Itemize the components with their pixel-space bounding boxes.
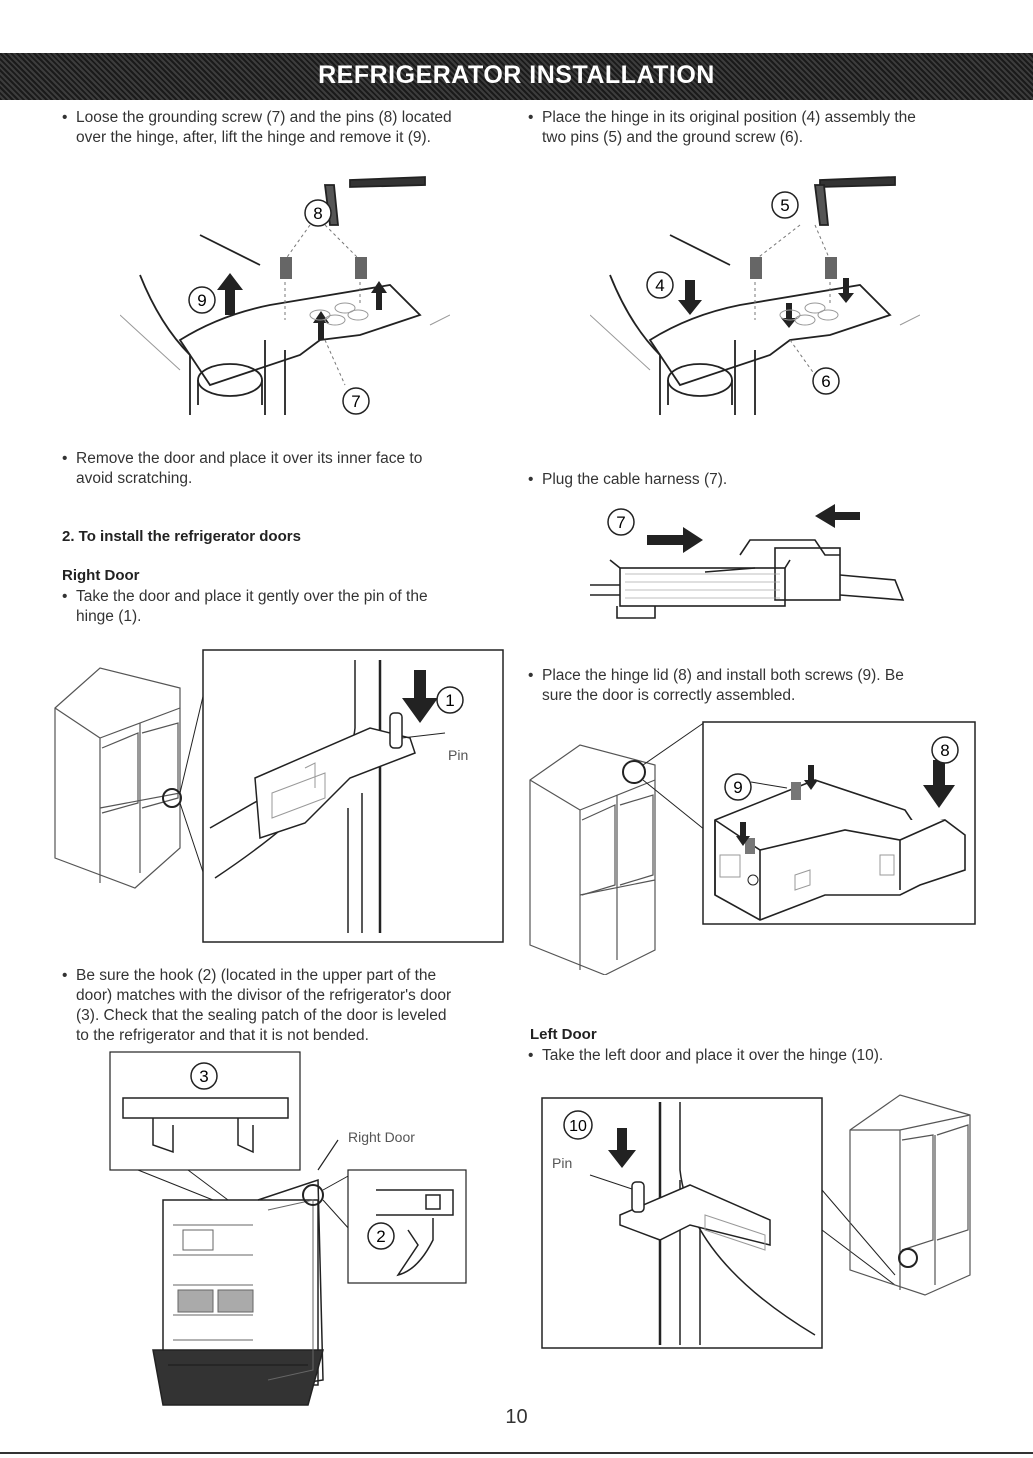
text-line: Take the left door and place it over the… <box>542 1047 884 1064</box>
instruction-remove-door: •Remove the door and place it over its i… <box>62 450 423 487</box>
text-line: hinge (1). <box>76 608 142 625</box>
callout-label: 10 <box>569 1118 587 1135</box>
left-door-heading: Left Door <box>530 1026 597 1043</box>
instruction-take-door: •Take the door and place it gently over … <box>62 588 428 625</box>
page-number: 10 <box>505 1406 528 1428</box>
section-heading: 2. To install the refrigerator doors <box>62 528 301 545</box>
callout-10: 10 <box>563 1110 593 1140</box>
text-line: over the hinge, after, lift the hinge an… <box>76 129 431 146</box>
figure-right-door-pin: 1 Pin <box>50 648 510 946</box>
callout-9: 9 <box>724 773 752 801</box>
figure-hook-divisor: 3 Right Door <box>108 1050 478 1410</box>
figure-left-door-pin: 10 Pin <box>540 1090 980 1352</box>
instruction-loose-screw: •Loose the grounding screw (7) and the p… <box>62 109 452 146</box>
callout-label: 6 <box>821 372 830 391</box>
text-line: Place the hinge lid (8) and install both… <box>542 667 904 684</box>
callout-label: 1 <box>445 691 454 710</box>
figure-cable-harness: 7 <box>585 500 925 645</box>
callout-label: 5 <box>780 196 789 215</box>
callout-label: 8 <box>313 204 322 223</box>
callout-7: 7 <box>342 387 370 415</box>
text-line: avoid scratching. <box>76 470 193 487</box>
instruction-plug-cable: •Plug the cable harness (7). <box>528 471 728 488</box>
callout-label: 8 <box>940 741 949 760</box>
callout-6: 6 <box>812 367 840 395</box>
text-line: Plug the cable harness (7). <box>542 471 728 488</box>
page-title: REFRIGERATOR INSTALLATION <box>318 61 715 89</box>
section-banner: REFRIGERATOR INSTALLATION <box>0 53 1033 100</box>
right-door-heading: Right Door <box>62 567 140 584</box>
callout-label: 9 <box>733 778 742 797</box>
pin-label: Pin <box>448 747 468 763</box>
callout-label: 7 <box>616 513 625 532</box>
callout-label: 9 <box>197 291 206 310</box>
footer-rule <box>0 1452 1033 1454</box>
figure-place-hinge: 5 4 6 <box>590 165 920 425</box>
text-line: sure the door is correctly assembled. <box>542 687 796 704</box>
text-line: Place the hinge in its original position… <box>542 109 916 126</box>
instruction-hook: •Be sure the hook (2) (located in the up… <box>62 967 452 1044</box>
instruction-hinge-lid: •Place the hinge lid (8) and install bot… <box>528 667 904 704</box>
right-door-label: Right Door <box>348 1129 415 1145</box>
text-line: two pins (5) and the ground screw (6). <box>542 129 804 146</box>
instruction-place-hinge: •Place the hinge in its original positio… <box>528 109 916 146</box>
text-line: Loose the grounding screw (7) and the pi… <box>76 109 452 126</box>
callout-7: 7 <box>607 508 635 536</box>
text-line: door) matches with the divisor of the re… <box>76 987 452 1004</box>
callout-9: 9 <box>188 286 216 314</box>
callout-5: 5 <box>771 191 799 219</box>
callout-label: 7 <box>351 392 360 411</box>
figure-remove-hinge: 8 9 7 <box>120 165 450 425</box>
text-line: to the refrigerator and that it is not b… <box>76 1027 369 1044</box>
callout-2: 2 <box>367 1222 395 1250</box>
callout-8: 8 <box>931 736 959 764</box>
callout-4: 4 <box>646 271 674 299</box>
callout-label: 2 <box>376 1227 385 1246</box>
callout-8: 8 <box>304 199 332 227</box>
callout-1: 1 <box>436 686 464 714</box>
text-line: Be sure the hook (2) (located in the upp… <box>76 967 437 984</box>
figure-hinge-lid: 8 9 <box>525 720 980 975</box>
instruction-left-door: •Take the left door and place it over th… <box>528 1047 884 1064</box>
callout-label: 3 <box>199 1067 208 1086</box>
text-line: Take the door and place it gently over t… <box>76 588 428 605</box>
text-line: Remove the door and place it over its in… <box>76 450 423 467</box>
callout-label: 4 <box>655 276 664 295</box>
text-line: (3). Check that the sealing patch of the… <box>76 1007 447 1024</box>
callout-3: 3 <box>190 1062 218 1090</box>
pin-label: Pin <box>552 1155 572 1171</box>
